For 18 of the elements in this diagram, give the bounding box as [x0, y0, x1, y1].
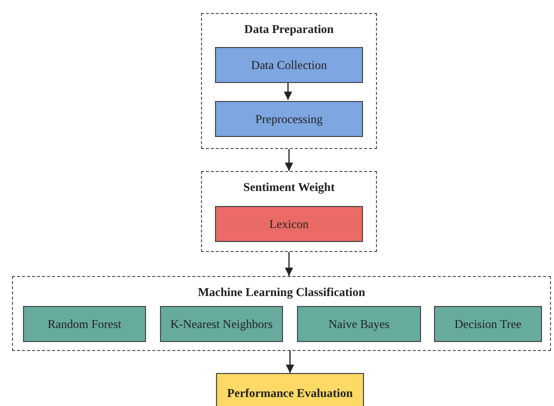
group-frame — [201, 13, 377, 149]
process-box: Lexicon — [215, 206, 363, 242]
group-frame — [201, 171, 377, 252]
arrow — [284, 252, 294, 276]
group-title: Data Preparation — [244, 22, 334, 37]
process-box: Preprocessing — [215, 101, 363, 137]
arrow — [284, 149, 294, 171]
arrow — [286, 351, 294, 373]
process-box: Random Forest — [23, 306, 146, 342]
process-box: K-Nearest Neighbors — [160, 306, 283, 342]
process-box: Naive Bayes — [297, 306, 421, 342]
arrow — [284, 82, 292, 100]
group-title: Sentiment Weight — [243, 180, 335, 195]
process-box: Performance Evaluation — [216, 373, 364, 406]
group-frame — [12, 276, 551, 351]
group-title: Machine Learning Classification — [198, 285, 366, 300]
process-box: Decision Tree — [434, 306, 542, 342]
process-box: Data Collection — [215, 47, 363, 83]
